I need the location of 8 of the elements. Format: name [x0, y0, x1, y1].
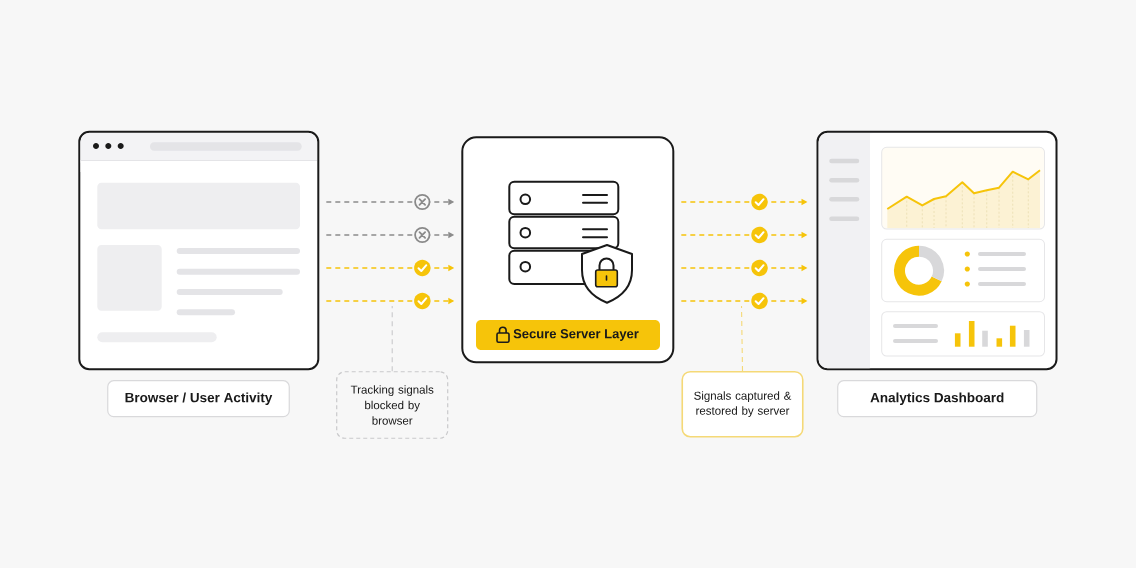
callout-box: Tracking signals blocked by browser [336, 371, 449, 439]
label-box: Analytics Dashboard [837, 380, 1038, 418]
leader-line [391, 305, 393, 372]
callout-box: Signals captured & restored by server [681, 370, 804, 438]
highlight-band: Secure Server Layer [476, 320, 660, 350]
leader-line [740, 305, 744, 372]
browser-window [78, 130, 320, 371]
label-box: Browser / User Activity [107, 380, 290, 418]
